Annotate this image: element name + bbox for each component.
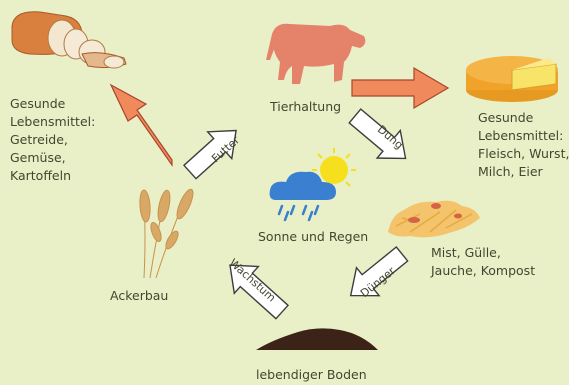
arrow-to-animal-food	[352, 68, 448, 108]
label-mist-line: Mist, Gülle,	[431, 244, 535, 262]
label-grain-food-line: Lebensmittel:	[10, 113, 95, 131]
label-grain-food-line: Gemüse,	[10, 149, 95, 167]
label-animal-food-line: Gesunde	[478, 109, 569, 127]
label-grain-food-line: Kartoffeln	[10, 167, 95, 185]
label-boden: lebendiger Boden	[256, 366, 367, 384]
label-animal-food-line: Fleisch, Wurst,	[478, 145, 569, 163]
label-sonne-regen: Sonne und Regen	[258, 228, 368, 246]
soil-illustration	[256, 328, 378, 350]
label-mist-line: Jauche, Kompost	[431, 262, 535, 280]
cheese-illustration	[466, 56, 558, 102]
manure-illustration	[388, 201, 480, 238]
label-animal-food-line: Lebensmittel:	[478, 127, 569, 145]
label-mist: Mist, Gülle, Jauche, Kompost	[431, 244, 535, 280]
cow-illustration	[266, 24, 365, 84]
label-animal-food: Gesunde Lebensmittel: Fleisch, Wurst, Mi…	[478, 109, 569, 181]
label-animal-food-line: Milch, Eier	[478, 163, 569, 181]
weather-illustration	[270, 148, 356, 220]
arrow-to-grain-food	[111, 85, 172, 165]
label-ackerbau: Ackerbau	[110, 287, 168, 305]
bread-illustration	[12, 12, 126, 68]
label-grain-food-line: Getreide,	[10, 131, 95, 149]
label-grain-food: Gesunde Lebensmittel: Getreide, Gemüse, …	[10, 95, 95, 185]
label-tierhaltung: Tierhaltung	[270, 98, 341, 116]
wheat-illustration	[139, 187, 196, 278]
label-grain-food-line: Gesunde	[10, 95, 95, 113]
